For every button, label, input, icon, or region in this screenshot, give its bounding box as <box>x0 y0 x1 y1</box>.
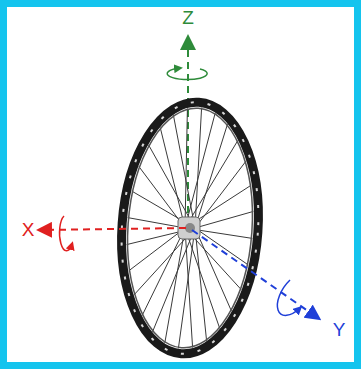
spoke <box>195 161 246 228</box>
x-rotation-arrow <box>60 216 72 251</box>
spoke <box>165 228 185 343</box>
spoke <box>160 127 185 228</box>
spoke <box>195 228 232 311</box>
spoke <box>185 140 238 228</box>
spoke <box>128 218 185 228</box>
y-rotation-arrow <box>277 280 300 315</box>
spoke <box>142 228 185 316</box>
x-axis <box>40 228 186 230</box>
spoke <box>185 108 187 228</box>
spoke <box>195 124 228 228</box>
y-axis-label: Y <box>333 320 346 340</box>
spoke <box>153 228 196 332</box>
x-axis-label: X <box>22 220 35 240</box>
z-rotation-arrow <box>167 68 207 80</box>
spoke <box>195 211 253 228</box>
frame-border <box>4 4 358 366</box>
spoke <box>185 228 193 348</box>
spoke <box>195 228 207 341</box>
spoke <box>173 115 195 228</box>
spoke <box>178 228 195 348</box>
spoke <box>129 228 185 271</box>
z-axis-label: Z <box>182 8 194 28</box>
y-axis <box>192 230 318 318</box>
